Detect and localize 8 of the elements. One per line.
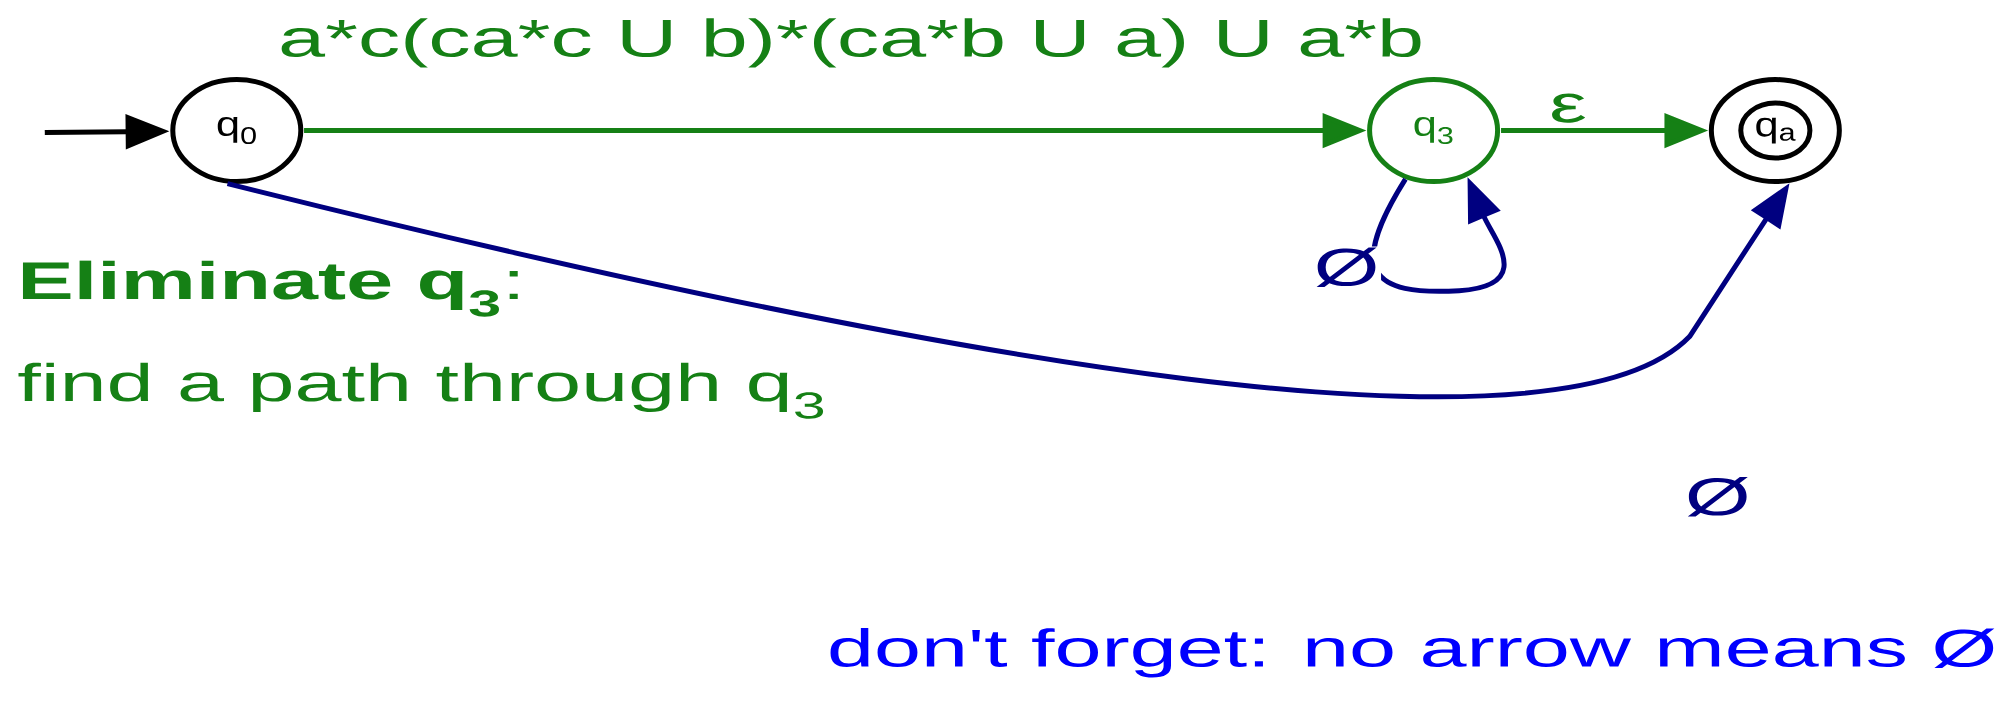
edge-label: a*c(ca*c U b)*(ca*b U a) U a*b: [276, 17, 1426, 69]
edge-label: Ø: [1312, 246, 1382, 288]
text-label: don't forget: no arrow means Ø: [830, 628, 1995, 678]
text-label: find a path through q$_{3}$: [18, 362, 824, 419]
edge-label: ε: [1547, 92, 1589, 124]
edge-label: Ø: [1683, 476, 1753, 518]
arrow: [1371, 177, 1507, 294]
text-label: Eliminate q$_{3}$:: [22, 260, 518, 317]
